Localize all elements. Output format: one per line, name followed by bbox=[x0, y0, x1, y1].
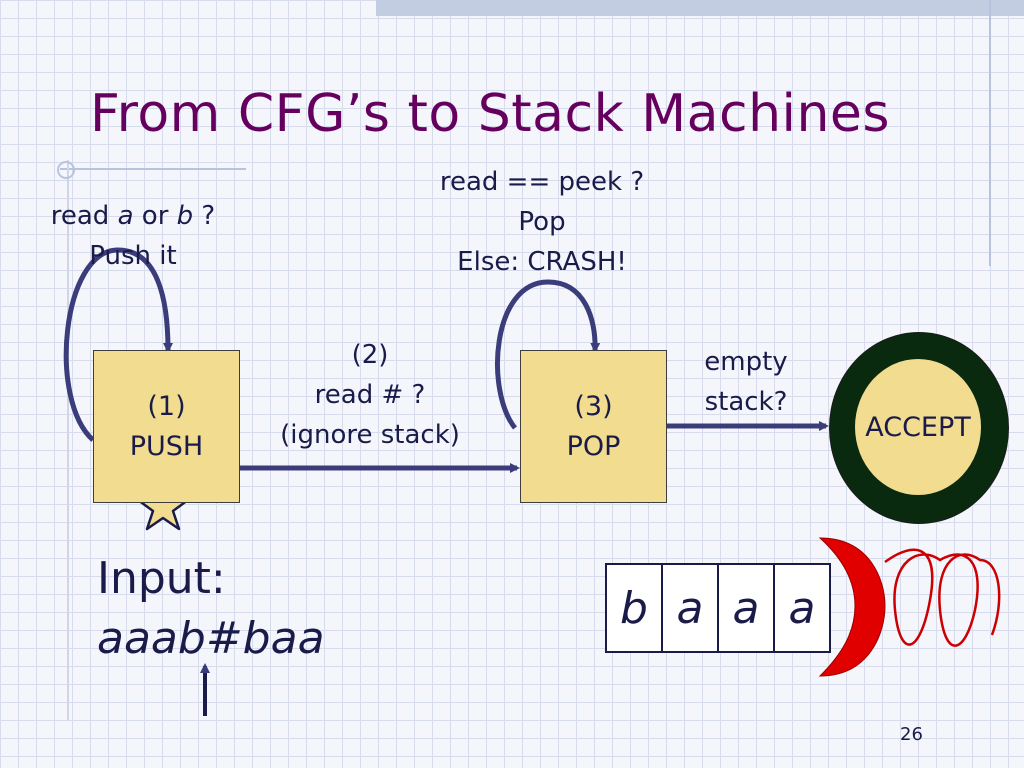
transition-label: (2) read # ? (ignore stack) bbox=[252, 335, 488, 455]
accept-transition-label: empty stack? bbox=[686, 342, 806, 422]
push-loop-label-line2: Push it bbox=[89, 241, 177, 271]
push-state-number: (1) bbox=[147, 390, 186, 422]
pop-state-number: (3) bbox=[574, 390, 613, 422]
pop-loop-label-line2: Pop bbox=[518, 207, 566, 237]
transition-label-line2: read # ? bbox=[314, 380, 426, 410]
accept-state-name: ACCEPT bbox=[865, 411, 971, 443]
input-label: Input: bbox=[97, 553, 226, 604]
push-state: (1) PUSH bbox=[93, 350, 240, 503]
transition-label-line3: (ignore stack) bbox=[280, 420, 460, 450]
push-loop-label-line1: read a or b ? bbox=[50, 201, 216, 231]
vertical-rule-decoration bbox=[989, 0, 991, 266]
stack-tape: b a a a bbox=[605, 563, 831, 653]
push-self-loop-arrow bbox=[63, 247, 173, 442]
horizontal-rule-decoration bbox=[60, 168, 246, 170]
pop-self-loop-arrow bbox=[495, 279, 601, 430]
pop-loop-label-line3: Else: CRASH! bbox=[457, 247, 627, 277]
accept-transition-label-line1: empty bbox=[704, 347, 788, 377]
top-band-decoration bbox=[376, 0, 1024, 16]
stack-cell: a bbox=[717, 565, 773, 651]
stack-cell: a bbox=[661, 565, 717, 651]
corner-ring-decoration bbox=[57, 161, 75, 179]
pop-state-name: POP bbox=[566, 430, 621, 462]
stack-spring-decoration bbox=[884, 548, 1001, 647]
stack-cell: a bbox=[773, 565, 829, 651]
page-number: 26 bbox=[900, 724, 923, 745]
pop-state: (3) POP bbox=[520, 350, 667, 503]
left-rule-decoration bbox=[67, 160, 69, 720]
push-loop-label: read a or b ? Push it bbox=[28, 196, 238, 276]
pop-loop-label: read == peek ? Pop Else: CRASH! bbox=[410, 162, 674, 282]
transition-label-line1: (2) bbox=[351, 340, 389, 370]
stack-cell: b bbox=[620, 582, 648, 634]
slide-title: From CFG’s to Stack Machines bbox=[90, 84, 891, 144]
stack-head-icon bbox=[818, 537, 886, 677]
pop-loop-label-line1: read == peek ? bbox=[439, 167, 645, 197]
accept-state: ACCEPT bbox=[855, 359, 981, 495]
input-value: aaab#baa bbox=[97, 613, 325, 664]
accept-transition-label-line2: stack? bbox=[704, 387, 788, 417]
push-state-name: PUSH bbox=[129, 430, 204, 462]
